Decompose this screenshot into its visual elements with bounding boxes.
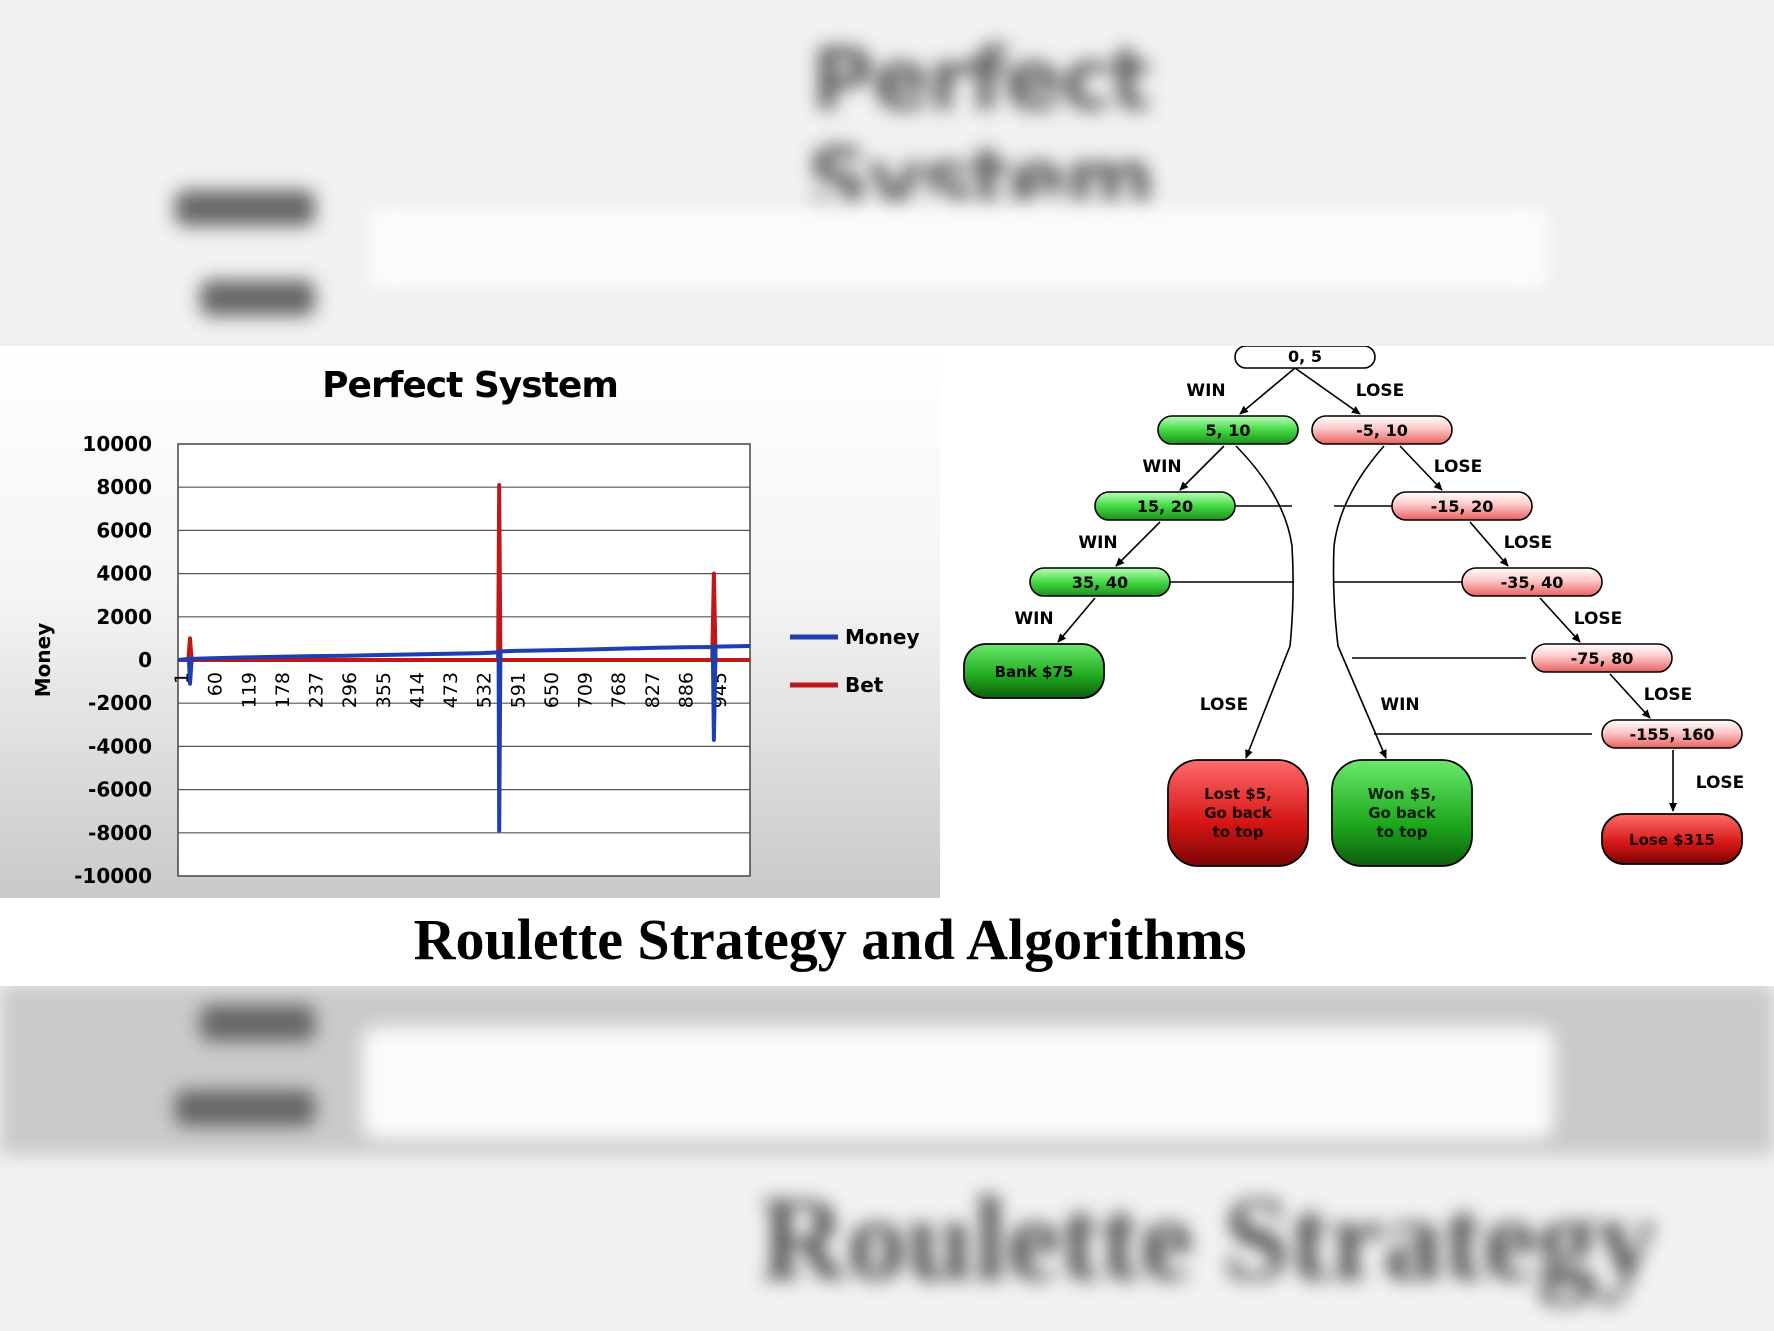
- y-tick-label: 4000: [96, 562, 152, 586]
- edge-label-lose: LOSE: [1574, 609, 1623, 629]
- node-win-3-label: 35, 40: [1072, 573, 1128, 592]
- node-lose-total: [1601, 813, 1743, 865]
- node-lost-five-line1: Lost $5,: [1204, 785, 1272, 803]
- node-won-five-line2: Go back: [1368, 804, 1437, 822]
- node-won-five-line3: to top: [1377, 823, 1428, 841]
- node-won-five-line1: Won $5,: [1368, 785, 1437, 803]
- node-bank-label: Bank $75: [995, 663, 1074, 681]
- background-bar: [200, 280, 315, 316]
- x-tick-label: 414: [406, 672, 428, 708]
- x-tick-label: 650: [541, 672, 563, 708]
- x-tick-label: 60: [205, 672, 227, 696]
- node-lose-3-label: -35, 40: [1501, 573, 1564, 592]
- node-lose-1: [1311, 415, 1453, 445]
- node-lost-five: [1167, 759, 1309, 867]
- edge-label-win: WIN: [1380, 695, 1419, 715]
- edge-label-lose: LOSE: [1696, 773, 1745, 793]
- x-tick-label: 827: [642, 672, 664, 708]
- x-tick-label: 355: [373, 672, 395, 708]
- edge-label-lose: LOSE: [1644, 685, 1693, 705]
- node-lose-1-label: -5, 10: [1356, 421, 1408, 440]
- x-tick-label: 473: [440, 672, 462, 708]
- y-tick-label: -4000: [88, 734, 152, 758]
- node-lose-5: [1601, 719, 1743, 749]
- slide-caption: Roulette Strategy and Algorithms: [413, 907, 1247, 972]
- background-box: [360, 1025, 1556, 1141]
- chart-panel: Perfect System Money 10000 8000 6000 4000 20…: [0, 346, 940, 898]
- x-tick-label: 1: [171, 672, 193, 684]
- background-box: [360, 200, 1556, 296]
- node-lose-2: [1391, 491, 1533, 521]
- y-tick-label: -6000: [88, 778, 152, 802]
- y-tick-label: 8000: [96, 475, 152, 499]
- node-win-1-label: 5, 10: [1205, 421, 1250, 440]
- node-lose-4-label: -75, 80: [1571, 649, 1634, 668]
- node-lose-3: [1461, 567, 1603, 597]
- node-lose-4: [1531, 643, 1673, 673]
- background-bottom-title: Roulette Strategy: [760, 1172, 1657, 1305]
- y-tick-label: 2000: [96, 605, 152, 629]
- node-win-2: [1094, 491, 1236, 521]
- x-tick-label: 178: [272, 672, 294, 708]
- node-win-2-label: 15, 20: [1137, 497, 1193, 516]
- background-bar: [200, 1005, 315, 1041]
- y-tick-label: -8000: [88, 821, 152, 845]
- edge-label-lose: LOSE: [1504, 533, 1553, 553]
- legend-label-bet: Bet: [845, 673, 884, 697]
- node-win-1: [1157, 415, 1299, 445]
- x-tick-label: 532: [474, 672, 496, 708]
- y-tick-label: 0: [138, 648, 152, 672]
- edge-label-lose: LOSE: [1434, 457, 1483, 477]
- chart-title: Perfect System: [322, 365, 618, 406]
- x-tick-label: 296: [339, 672, 361, 708]
- legend-label-money: Money: [845, 625, 919, 649]
- edge-label-win: WIN: [1014, 609, 1053, 629]
- edge-label-win: WIN: [1078, 533, 1117, 553]
- x-tick-label: 768: [608, 672, 630, 708]
- edge-label-lose: LOSE: [1356, 381, 1405, 401]
- node-bank: [963, 643, 1105, 699]
- x-tick-label: 591: [507, 672, 529, 708]
- background-title: Perfect System: [806, 30, 1155, 230]
- node-win-3: [1029, 567, 1171, 597]
- y-tick-label: -10000: [74, 864, 152, 888]
- edge-label-lose: LOSE: [1200, 695, 1249, 715]
- background-bar: [175, 190, 315, 226]
- edge-label-win: WIN: [1142, 457, 1181, 477]
- x-tick-label: 886: [675, 672, 697, 708]
- edge-label-win: WIN: [1186, 381, 1225, 401]
- node-lost-five-line2: Go back: [1204, 804, 1273, 822]
- y-tick-label: 6000: [96, 518, 152, 542]
- node-lose-5-label: -155, 160: [1629, 725, 1714, 744]
- x-tick-label: 237: [306, 672, 328, 708]
- x-tick-label: 119: [238, 672, 260, 708]
- node-root-label: 0, 5: [1288, 347, 1322, 366]
- node-lost-five-line3: to top: [1213, 823, 1264, 841]
- x-tick-label: 709: [575, 672, 597, 708]
- slide-card: Perfect System Money 10000 8000 6000 4000 20…: [0, 346, 1774, 986]
- y-axis-label: Money: [31, 623, 55, 697]
- background-bar: [175, 1090, 315, 1126]
- node-won-five: [1331, 759, 1473, 867]
- y-tick-label: -2000: [88, 691, 152, 715]
- line-chart: Perfect System Money 10000 8000 6000 4000 20…: [31, 365, 919, 888]
- node-lose-total-label: Lose $315: [1629, 831, 1715, 849]
- y-tick-label: 10000: [82, 432, 152, 456]
- strategy-tree: WIN LOSE WIN LOSE WIN LOSE WIN LOSE LOSE…: [940, 346, 1774, 898]
- series-line-money: [177, 644, 751, 833]
- node-root: [1234, 346, 1376, 369]
- node-lose-2-label: -15, 20: [1431, 497, 1494, 516]
